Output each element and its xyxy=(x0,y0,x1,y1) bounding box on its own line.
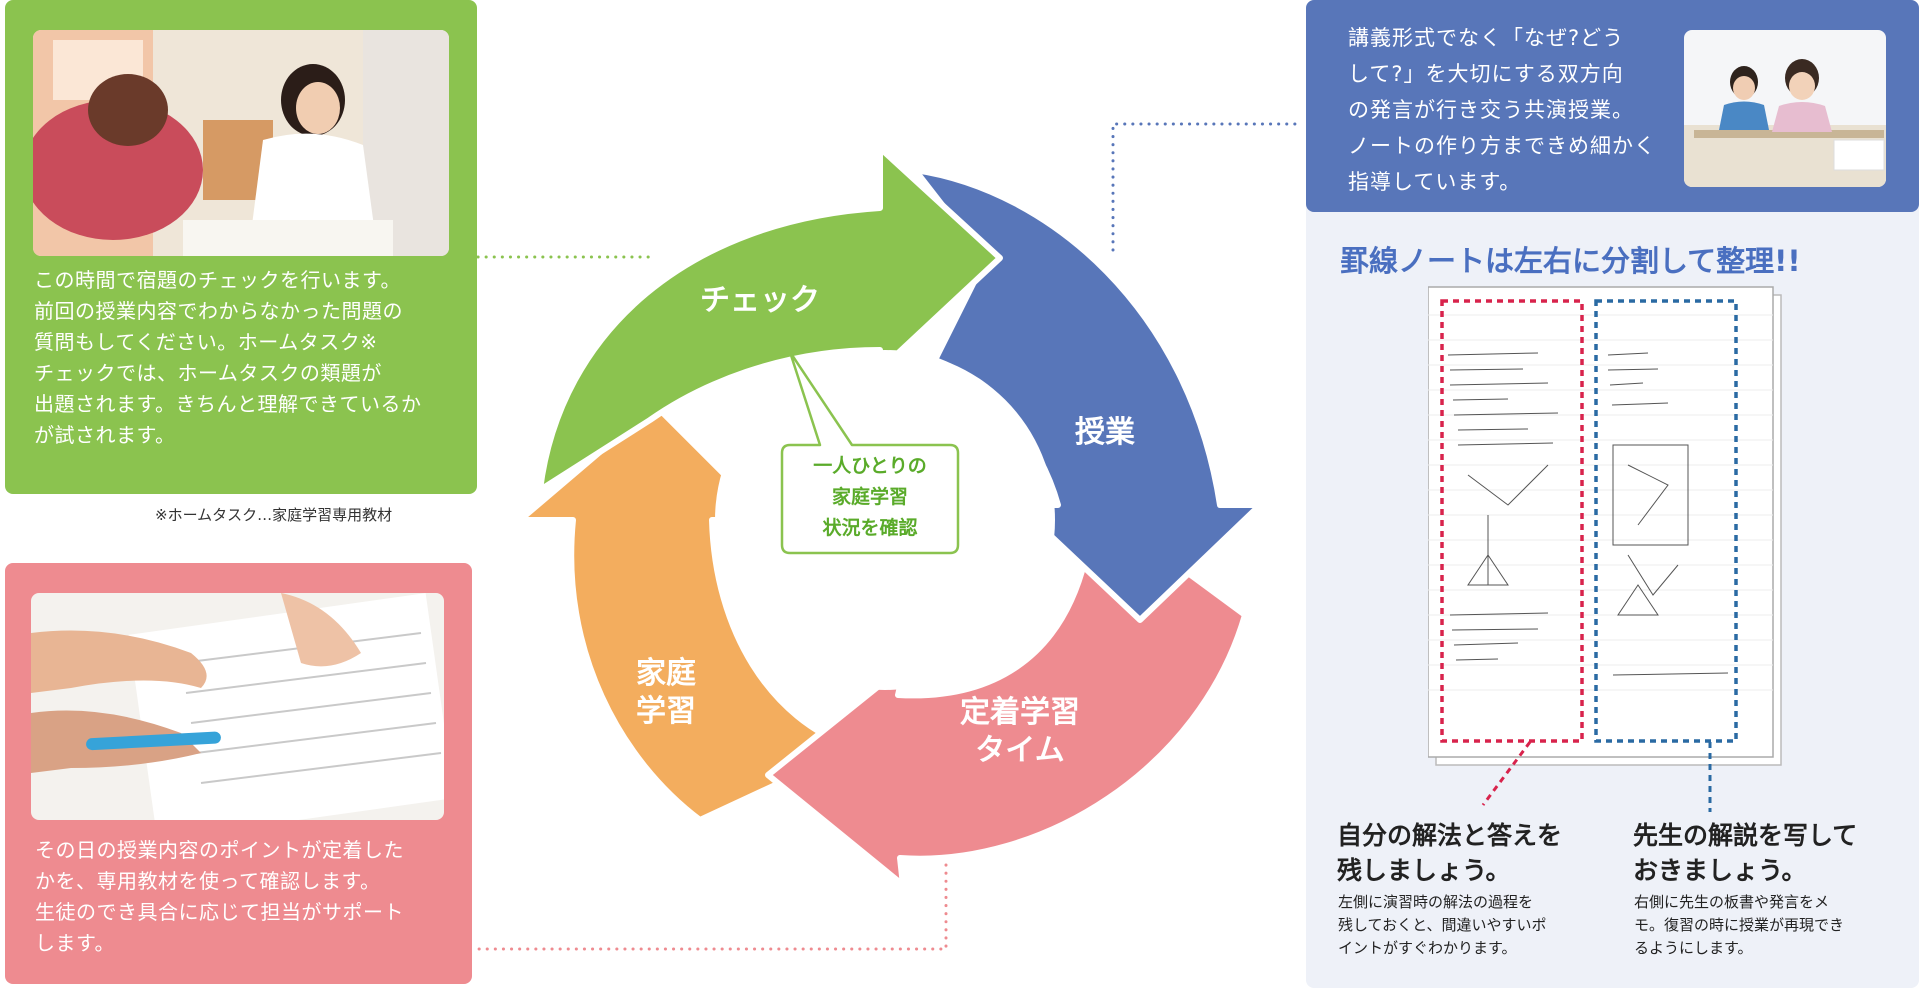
left-pointer xyxy=(1481,741,1532,806)
right-note-body-line: 右側に先生の板書や発言をメ xyxy=(1634,893,1830,911)
left-note-title-line: 自分の解法と答えを xyxy=(1337,821,1563,850)
left-note-title: 自分の解法と答えを 残しましょう。 xyxy=(1337,818,1562,888)
class-connector xyxy=(1111,122,1300,252)
check-text-line: 出題されます。きちんと理解できているか xyxy=(34,392,422,416)
home-study-label-line: 家庭 xyxy=(636,656,696,691)
home-study-label-line: 学習 xyxy=(636,694,696,729)
check-text-line: 質問もしてください。ホームタスク※ xyxy=(34,330,378,354)
class-text-line: ノートの作り方まできめ細かく xyxy=(1348,134,1656,158)
class-text-line: して?」を大切にする双方向 xyxy=(1348,62,1624,86)
check-arrow xyxy=(537,145,1003,493)
check-text-line: が試されます。 xyxy=(34,423,176,447)
ruled-notebook-image xyxy=(1428,286,1782,766)
right-note-title: 先生の解説を写して おきましょう。 xyxy=(1633,818,1857,888)
note-heading: 罫線ノートは左右に分割して整理!! xyxy=(1340,244,1801,278)
center-message-line: 一人ひとりの xyxy=(813,455,927,477)
left-note-column xyxy=(1440,299,1584,743)
center-speech-bubble xyxy=(780,350,960,555)
left-note-body-line: 残しておくと、間違いやすいポ xyxy=(1338,916,1547,934)
right-note-column xyxy=(1594,299,1738,743)
teichaku-text-line: します。 xyxy=(35,931,115,955)
classroom-students-photo xyxy=(1684,30,1886,187)
left-note-title-line: 残しましょう。 xyxy=(1337,856,1511,885)
center-message: 一人ひとりの 家庭学習 状況を確認 xyxy=(784,451,956,544)
home-study-arrow xyxy=(517,402,858,823)
left-note-body: 左側に演習時の解法の過程を 残しておくと、間違いやすいポ イントがすぐわかります… xyxy=(1338,891,1547,960)
right-note-title-line: おきましょう。 xyxy=(1633,856,1807,885)
teichaku-card: その日の授業内容のポイントが定着した かを、専用教材を使って確認します。 生徒の… xyxy=(5,563,472,984)
home-task-footnote: ※ホームタスク…家庭学習専用教材 xyxy=(155,506,393,524)
right-note-body-line: モ。復習の時に授業が再現でき xyxy=(1634,916,1845,934)
teichaku-connector xyxy=(475,863,948,951)
teichaku-text-line: かを、専用教材を使って確認します。 xyxy=(35,869,381,893)
teacher-checking-photo xyxy=(33,30,449,256)
left-note-body-line: イントがすぐわかります。 xyxy=(1338,939,1517,957)
check-text-line: チェックでは、ホームタスクの類題が xyxy=(34,361,382,385)
teichaku-text-line: その日の授業内容のポイントが定着した xyxy=(35,838,404,862)
class-text-line: の発言が行き交う共演授業。 xyxy=(1348,98,1634,122)
class-text-line: 講義形式でなく「なぜ?どう xyxy=(1348,26,1625,50)
check-text-line: 前回の授業内容でわからなかった問題の xyxy=(34,299,403,323)
teichaku-arrow xyxy=(765,542,1248,888)
teichaku-description: その日の授業内容のポイントが定着した かを、専用教材を使って確認します。 生徒の… xyxy=(35,835,404,959)
student-writing-photo xyxy=(31,593,444,820)
check-label: チェック xyxy=(700,283,820,318)
center-message-line: 状況を確認 xyxy=(822,517,918,539)
teichaku-text-line: 生徒のでき具合に応じて担当がサポート xyxy=(35,900,404,924)
class-description: 講義形式でなく「なぜ?どう して?」を大切にする双方向 の発言が行き交う共演授業… xyxy=(1348,20,1656,200)
class-text-line: 指導しています。 xyxy=(1348,170,1522,194)
teichaku-label-line: 定着学習 xyxy=(960,695,1080,730)
teichaku-label: 定着学習 タイム xyxy=(960,694,1080,770)
right-note-title-line: 先生の解説を写して xyxy=(1633,821,1858,850)
learning-cycle-diagram xyxy=(517,145,1263,888)
right-note-body: 右側に先生の板書や発言をメ モ。復習の時に授業が再現でき るようにします。 xyxy=(1634,891,1844,960)
check-card: この時間で宿題のチェックを行います。 前回の授業内容でわからなかった問題の 質問… xyxy=(5,0,477,494)
class-label: 授業 xyxy=(1075,415,1135,450)
check-description: この時間で宿題のチェックを行います。 前回の授業内容でわからなかった問題の 質問… xyxy=(34,265,422,451)
left-note-body-line: 左側に演習時の解法の過程を xyxy=(1338,893,1534,911)
right-note-body-line: るようにします。 xyxy=(1634,939,1753,957)
center-message-line: 家庭学習 xyxy=(831,486,908,508)
home-study-label: 家庭 学習 xyxy=(636,655,696,731)
check-text-line: この時間で宿題のチェックを行います。 xyxy=(34,268,401,292)
teichaku-label-line: タイム xyxy=(975,733,1065,768)
